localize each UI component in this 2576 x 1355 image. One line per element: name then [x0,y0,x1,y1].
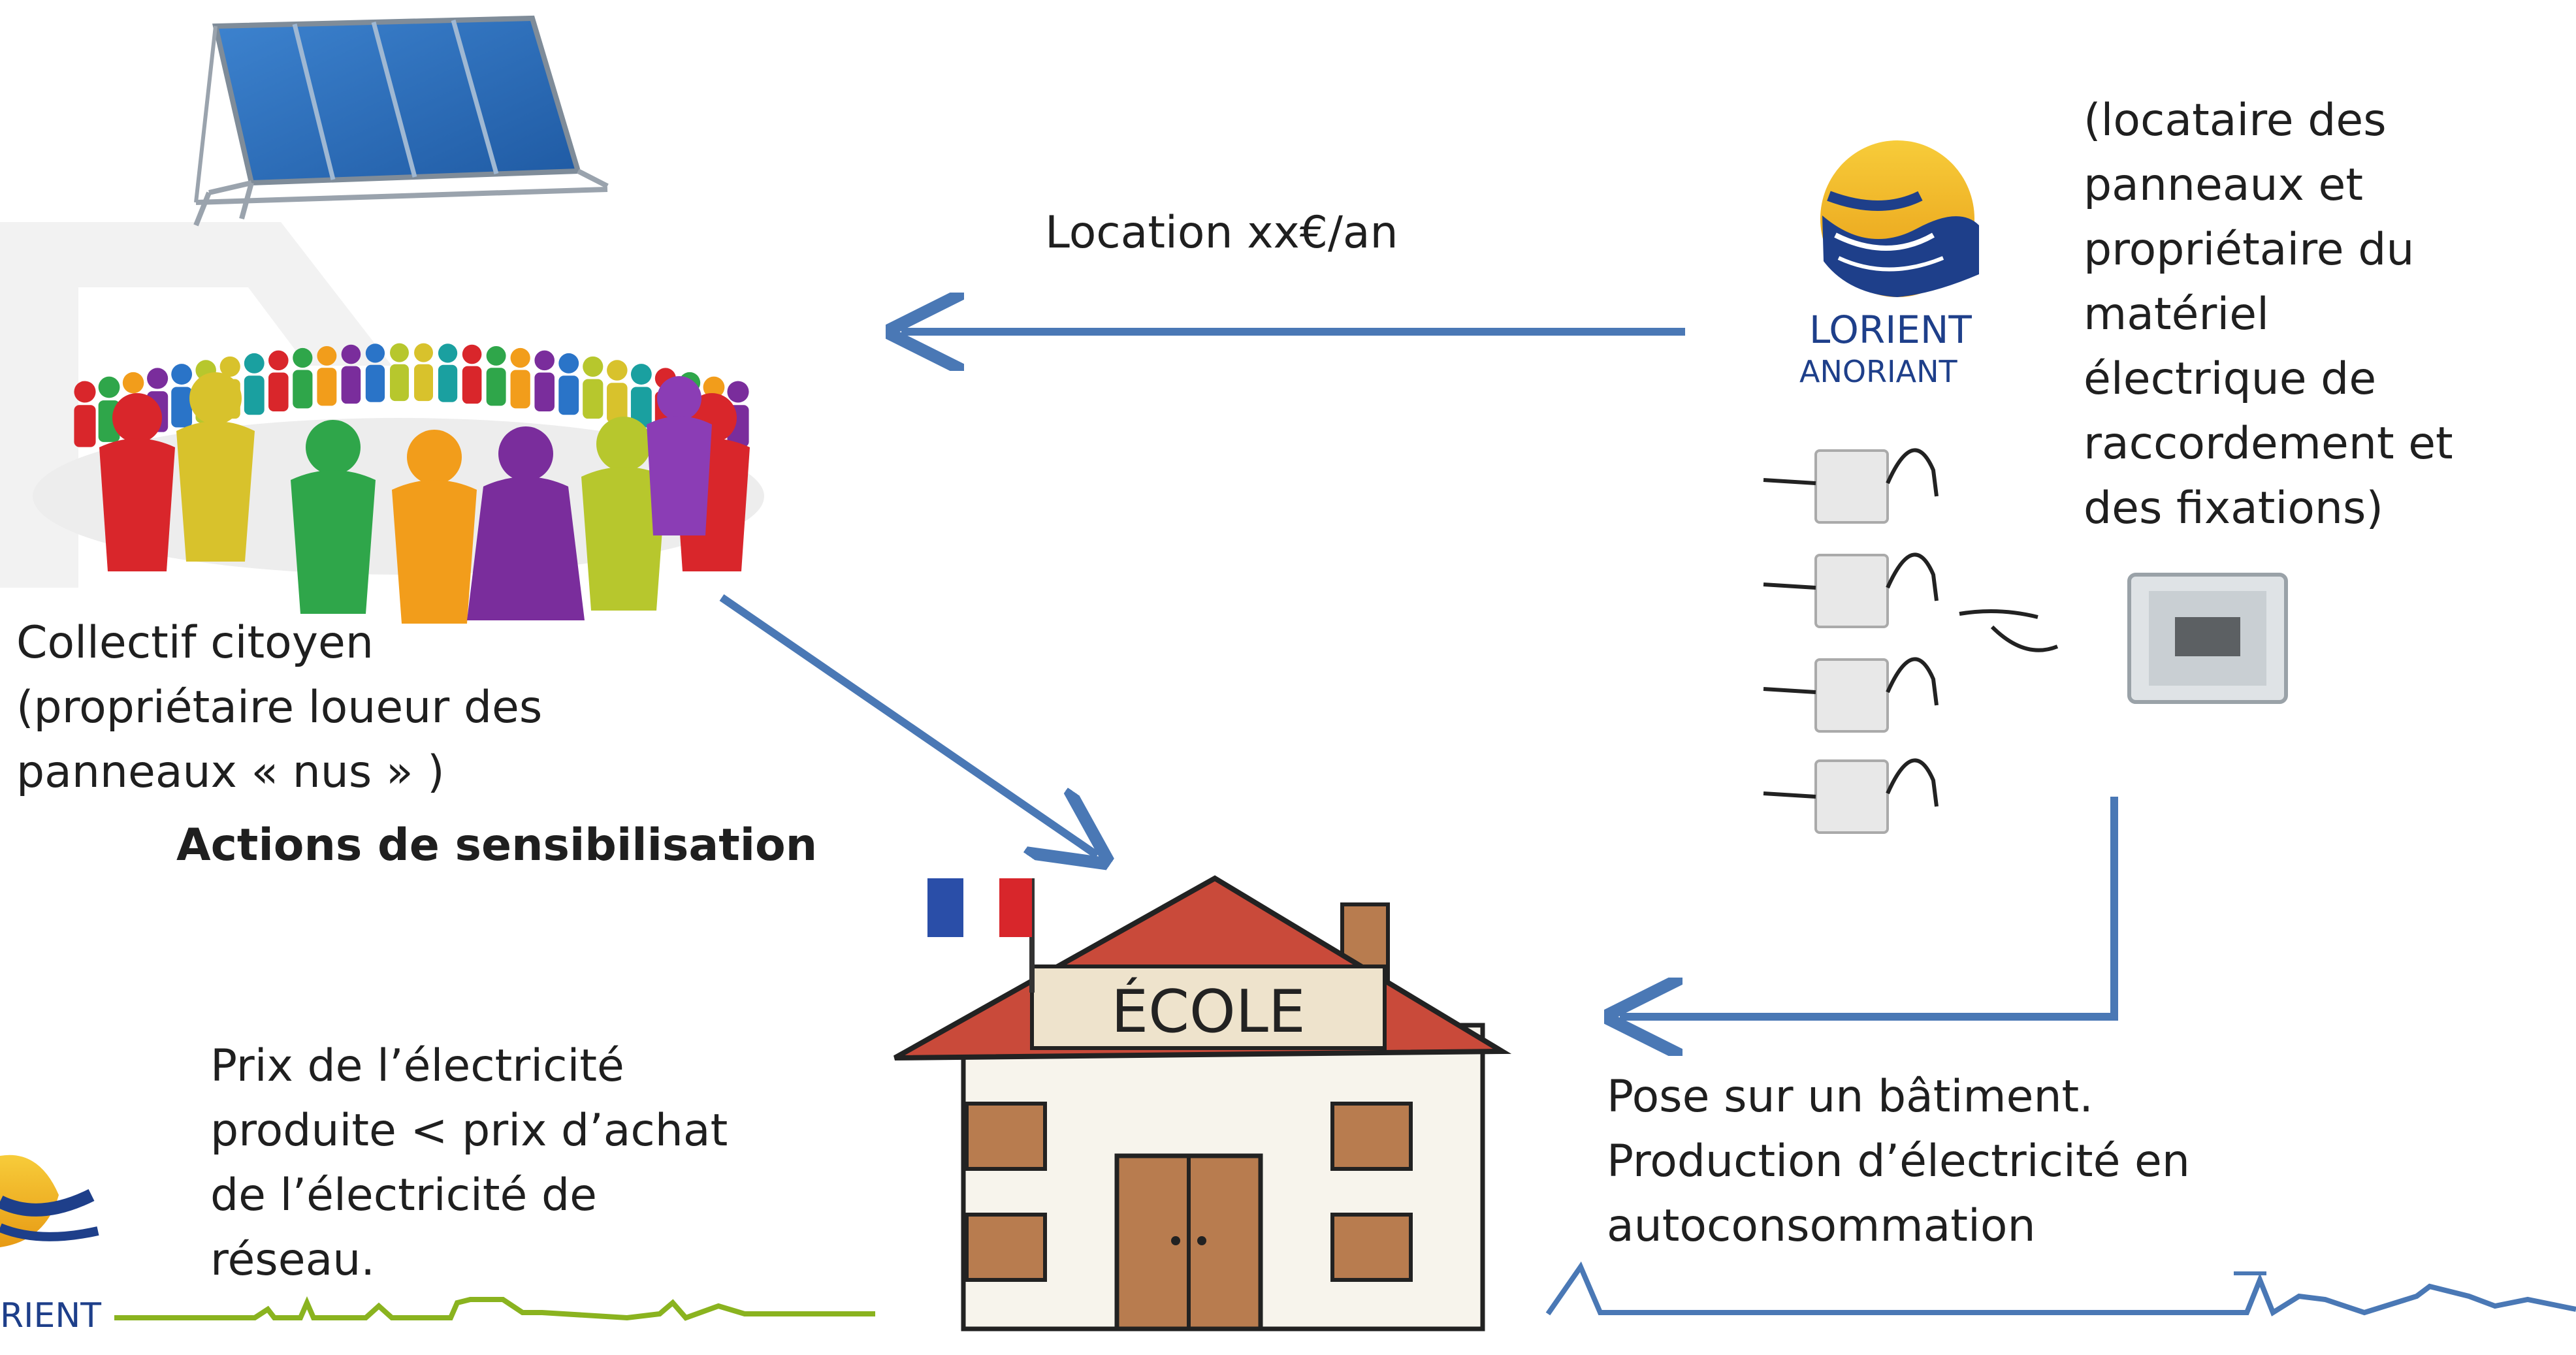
person-figure-body [438,364,458,402]
electrical-box-icon [2127,573,2288,704]
installation-arrow [1620,797,2118,1017]
person-figure-body [510,370,530,409]
person-figure-head [438,343,458,363]
person-figure-head [122,372,144,394]
logo-line2: ANORIANT [1799,354,1957,389]
price-note-line: Prix de l’électricité [210,1040,624,1092]
person-figure-head [219,356,240,377]
person-figure-body [244,375,265,415]
person-figure-head [703,376,725,398]
person-figure-head [341,344,361,364]
person-figure-head [414,343,433,362]
price-note: Prix de l’électricité produite < prix d’… [210,1034,728,1292]
collective-description-line: (propriétaire loueur des [16,682,543,733]
person-figure-head [630,364,652,385]
person-figure-head [486,345,506,366]
person-figure-head [147,368,169,389]
school-building-icon: ÉCOLE [894,875,1512,1331]
person-figure-head [244,353,265,374]
person-figure-body [268,372,289,411]
collective-description-line: panneaux « nus » ) [16,746,445,798]
installation-note-line: Pose sur un bâtiment. [1607,1071,2093,1123]
lorient-description-line: panneaux et [2084,159,2363,211]
school-sign: ÉCOLE [1111,976,1306,1046]
lorient-description-line: (locataire des [2084,95,2387,146]
cables-icon [1763,448,2059,807]
location-label: Location xx€/an [1045,207,1398,259]
person-figure-head [74,381,96,403]
price-note-line: de l’électricité de [210,1170,597,1221]
french-flag-icon [927,878,1035,993]
person-figure-body [462,366,482,404]
solar-panel-icon [193,15,609,227]
lorient-description: (locataire des panneaux et propriétaire … [2084,88,2453,541]
awareness-label: Actions de sensibilisation [176,820,818,871]
person-figure-head [268,350,289,371]
installation-note: Pose sur un bâtiment. Production d’élect… [1607,1064,2190,1258]
lorient-description-line: électrique de [2084,353,2377,405]
person-figure-body [414,364,433,402]
person-figure-head [98,376,120,398]
person-figure-head [558,353,579,374]
person-figure-head [365,343,385,363]
lorient-description-line: matériel [2084,289,2269,340]
person-figure-body [558,375,579,415]
person-figure-head [390,343,409,362]
price-note-line: réseau. [210,1234,375,1286]
person-figure-body [341,366,361,404]
person-figure-body [534,372,555,411]
background-shape [0,222,392,588]
lorient-description-line: propriétaire du [2084,224,2415,276]
installation-note-line: autoconsommation [1607,1200,2036,1252]
person-figure-head [510,347,530,368]
person-figure-body [365,364,385,402]
awareness-arrow [719,594,1097,855]
person-figure-head [727,381,749,403]
person-figure-body [293,370,313,409]
person-figure-body [630,387,652,428]
people-circle-icon [33,343,764,624]
collective-description-line: Collectif citoyen [16,617,374,669]
person-figure-head [583,356,604,377]
installation-note-line: Production d’électricité en [1607,1136,2190,1187]
lorient-description-line: des fixations) [2084,483,2383,534]
person-figure-body [171,387,193,428]
person-figure-body [607,383,628,423]
person-figure-head [607,360,628,381]
person-figure-body [583,379,604,419]
person-figure-head [534,350,555,371]
lorient-logo-icon: LORIENT ANORIANT [1799,140,1979,389]
person-figure-body [74,405,96,447]
footer-skyline [114,1261,2576,1321]
lorient-description-line: raccordement et [2084,418,2453,470]
person-figure-body [486,368,506,406]
person-figure-head [462,344,482,364]
price-note-line: produite < prix d’achat [210,1105,728,1156]
person-figure-head [317,345,337,366]
person-figure-body [317,368,337,406]
person-figure-head [293,347,313,368]
collective-description: Collectif citoyen (propriétaire loueur d… [16,611,542,805]
logo-line1: LORIENT [1809,308,1972,352]
person-figure-body [390,364,409,402]
microinverter-icon [1814,449,1889,834]
person-figure-head [171,364,193,385]
lorient-logo-bottom-icon: RIENT [0,1155,101,1335]
logo-bottom-fragment: RIENT [0,1296,101,1335]
